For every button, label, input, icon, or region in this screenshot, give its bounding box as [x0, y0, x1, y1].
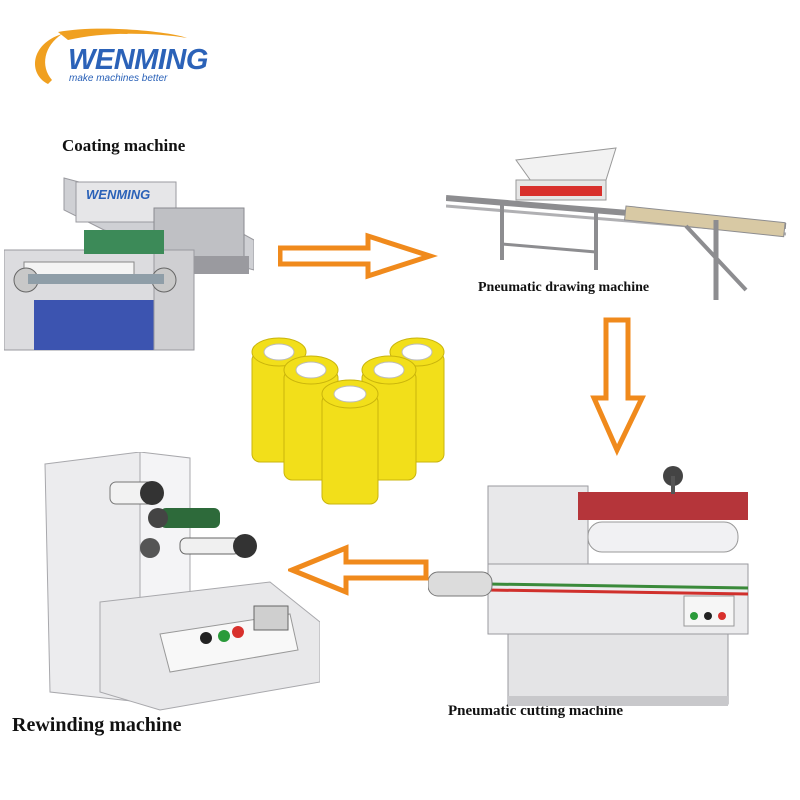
tape-rolls-image	[240, 330, 460, 510]
flow-arrow-left	[288, 544, 429, 596]
coating-machine-brand-text: WENMING	[86, 187, 150, 202]
pneumatic-cutting-machine-image	[428, 464, 758, 714]
wenming-logo: WENMING make machines better	[22, 24, 208, 94]
pneumatic-drawing-machine-image	[446, 140, 796, 305]
flow-arrow-down	[590, 317, 646, 456]
label-pneumatic-drawing-machine: Pneumatic drawing machine	[478, 280, 650, 295]
logo-brand: WENMING	[68, 44, 208, 76]
flow-arrow-right	[278, 232, 438, 280]
label-rewinding-machine: Rewinding machine	[12, 714, 182, 736]
rewinding-machine-image	[40, 452, 320, 712]
coating-machine-image: WENMING	[4, 170, 254, 360]
label-coating-machine: Coating machine	[62, 136, 186, 155]
label-pneumatic-cutting-machine: Pneumatic cutting machine	[448, 703, 623, 719]
logo-tagline: make machines better	[69, 73, 168, 84]
